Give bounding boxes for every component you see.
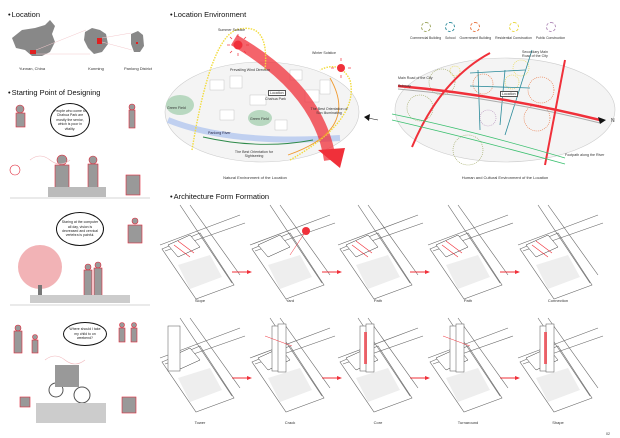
legend-item: Residential Construction [495, 22, 532, 40]
map-label-kunming: Kunming [88, 66, 104, 71]
legend-swatch-icon [545, 22, 556, 32]
form-diagram-row1-2 [337, 204, 424, 300]
legend-swatch-icon [508, 22, 519, 32]
panlong-map [131, 31, 144, 52]
form-step-label: Crack [284, 420, 296, 425]
label-sightseeing: The Best Orientation for Sightseeing [234, 150, 274, 158]
label-secondary-road: Secondary Main Road of the City [522, 50, 548, 58]
step-arrow-icon [322, 270, 342, 274]
label-summer-solstice: Summer Solstice [218, 28, 246, 32]
form-diagram-row2-3 [427, 317, 514, 413]
form-diagram-row2-2 [337, 317, 424, 413]
form-diagram-row2-4 [517, 317, 604, 413]
location-maps [12, 20, 144, 56]
form-step-label: Turnaround [457, 420, 479, 425]
starting-heading: Starting Point of Designing [8, 88, 101, 97]
label-main-road: Main Road of the City [398, 76, 433, 80]
legend-item: Public Construction [535, 22, 566, 40]
legend-swatch-icon [420, 22, 431, 32]
form-step-label: Path [373, 298, 383, 303]
legend-item: School [445, 22, 456, 40]
form-diagram-row1-3 [427, 204, 514, 300]
plinth-1 [48, 187, 106, 197]
bicycle-riders [36, 365, 106, 423]
step-arrow-icon [500, 270, 520, 274]
step-arrow-icon [232, 376, 252, 380]
legend-label: School [445, 36, 456, 40]
label-north: N [611, 118, 615, 124]
label-chahua-park: Chahua Park [265, 97, 286, 101]
step-arrow-icon [410, 270, 430, 274]
china-map [12, 20, 55, 56]
label-subway: Subway [398, 84, 411, 88]
legend-swatch-icon [445, 22, 456, 32]
label-panlong-river: Panlong River [208, 131, 231, 135]
north-arrow-icon [364, 114, 379, 121]
form-diagram-row1-4 [517, 204, 604, 300]
legend-label: Public Construction [535, 36, 566, 40]
label-winter-solstice: Winter Solstice [312, 51, 336, 55]
tree-icon [18, 245, 62, 299]
map-label-china: Yunnan, China [18, 66, 46, 71]
natural-environment-map [164, 27, 616, 168]
map-label-panlong: Panlong District [123, 66, 152, 71]
natural-caption: Natural Environment of the Location [223, 175, 287, 180]
kunming-map [84, 28, 108, 54]
form-step-label: Path [463, 298, 473, 303]
label-location: Location [268, 90, 286, 96]
legend-item: Commercial Building [410, 22, 442, 40]
form-diagram-row1-0 [159, 204, 246, 300]
location-heading: Location [8, 10, 40, 19]
legend-label: Commercial Building [410, 36, 442, 40]
wind-arrow [230, 34, 336, 161]
form-diagram-row2-0 [159, 317, 246, 413]
form-step-label: Slope [194, 298, 206, 303]
step-arrow-icon [232, 270, 252, 274]
form-diagram-row1-1 [249, 204, 336, 300]
label-sun-orientation: The Best Orientation of Sun Illuminating [310, 107, 348, 115]
step-arrow-icon [500, 376, 520, 380]
sun-summer-icon [227, 34, 249, 56]
location-environment-heading: Location Environment [170, 10, 247, 19]
form-step-label: Core [373, 420, 383, 425]
form-formation-heading: Architecture Form Formation [170, 192, 269, 201]
label-wind-direction: Prevailing Wind Direction [230, 68, 271, 72]
label-cultural-location: Location [500, 91, 518, 97]
step-arrow-icon [410, 376, 430, 380]
label-green-field-1: Green Field [167, 106, 186, 110]
form-step-label: Yard [285, 298, 295, 303]
form-diagram-row2-1 [249, 317, 336, 413]
cultural-caption: Human and Cultural Environment of the Lo… [461, 175, 549, 180]
legend-label: Government Building [459, 36, 492, 40]
speech-bubble-2: Staring at the computer all day, vision … [56, 212, 104, 246]
form-step-label: Shape [552, 420, 564, 425]
label-footpath: Footpath along the River [565, 153, 605, 157]
speech-bubble-1: People who come to Chahua Park are mostl… [50, 103, 90, 137]
speech-bubble-3: Where should I take my child to on weeke… [63, 322, 107, 346]
step-arrow-icon [322, 376, 342, 380]
legend-swatch-icon [470, 22, 481, 32]
people-illustrations [9, 103, 150, 423]
legend-item: Government Building [459, 22, 492, 40]
label-green-field-2: Green Field [250, 117, 269, 121]
page-number: 02 [606, 432, 610, 436]
form-step-label: Tower [194, 420, 206, 425]
legend-label: Residential Construction [495, 36, 532, 40]
sun-winter-icon [331, 58, 351, 78]
form-step-label: Connection [547, 298, 569, 303]
